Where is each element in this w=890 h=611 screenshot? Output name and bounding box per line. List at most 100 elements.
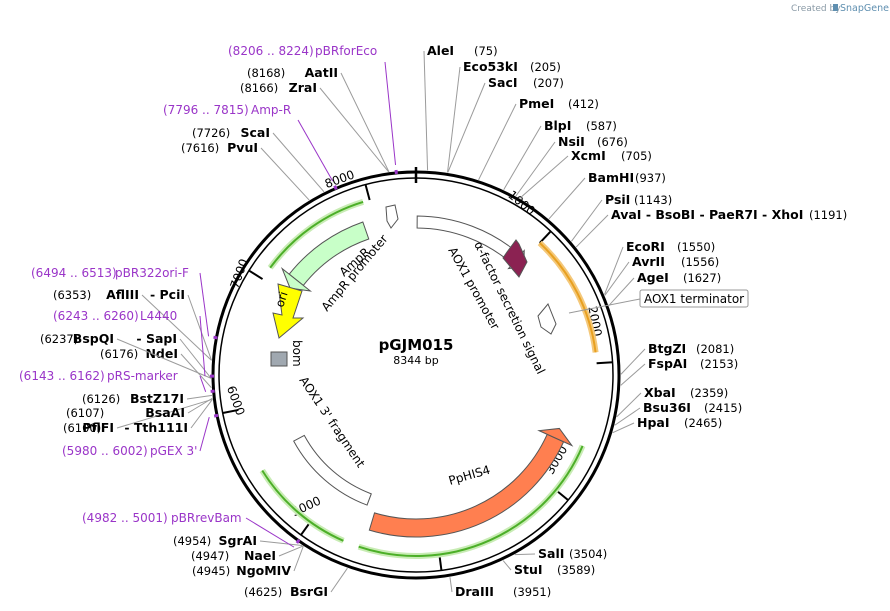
enzyme-position: (2081) (696, 342, 734, 356)
snapgene-name-text: SnapGene (840, 3, 889, 14)
enzyme-name-bstz17i[interactable]: BstZ17I (130, 391, 184, 406)
primer-leader-line (199, 375, 207, 392)
enzyme-leader-line (515, 141, 556, 197)
primer-range: (6143 .. 6162) (19, 369, 105, 383)
enzyme-position: (2415) (704, 401, 742, 415)
enzyme-name-ngomiv[interactable]: NgoMIV (236, 563, 291, 578)
enzyme-name-avrii[interactable]: AvrII (632, 254, 665, 269)
enzyme-name-ndei[interactable]: NdeI (145, 346, 178, 361)
enzyme-position: (4947) (191, 549, 229, 563)
primer-name[interactable]: L4440 (140, 309, 177, 323)
enzyme-name-naei[interactable]: NaeI (244, 548, 276, 563)
enzyme-name-sapi[interactable]: - SapI (136, 331, 177, 346)
enzyme-name-pflfi[interactable]: PflFI (82, 420, 114, 435)
enzyme-name-scai[interactable]: ScaI (241, 125, 271, 140)
enzyme-leader-line (272, 132, 325, 193)
tick-label: 1000 (505, 188, 537, 218)
enzyme-name-bsrgi[interactable]: BsrGI (290, 584, 328, 599)
primer-leader-line (297, 119, 334, 182)
enzyme-name-bsu36i[interactable]: Bsu36I (643, 400, 691, 415)
backbone (211, 167, 621, 580)
enzyme-name-btgzi[interactable]: BtgZI (648, 341, 686, 356)
primer-site-marker (213, 335, 218, 340)
enzyme-name-psii[interactable]: PsiI (605, 192, 630, 207)
feature-aox1-3-fragment[interactable] (293, 434, 372, 506)
primer-leader-line (199, 272, 210, 337)
enzyme-position: (7616) (181, 141, 219, 155)
enzyme-name-bspqi[interactable]: BspQI (73, 331, 114, 346)
primer-name[interactable]: pBRforEco (315, 44, 377, 58)
enzyme-position: (676) (597, 135, 628, 149)
aox1-terminator-callout[interactable]: AOX1 terminator (568, 289, 749, 314)
enzyme-name-ecori[interactable]: EcoRI (626, 239, 665, 254)
enzyme-name-alei[interactable]: AleI (427, 43, 454, 58)
enzyme-name-eco53ki[interactable]: Eco53kI (463, 59, 518, 74)
primer-range: (6243 .. 6260) (53, 309, 139, 323)
enzyme-name-zrai[interactable]: ZraI (289, 80, 317, 95)
enzyme-name-tth111i[interactable]: - Tth111I (124, 420, 188, 435)
enzyme-name-afliii[interactable]: AflIII (106, 287, 139, 302)
enzyme-position: (937) (635, 171, 666, 185)
enzyme-name-pvui[interactable]: PvuI (227, 140, 258, 155)
tick-mark (539, 230, 552, 244)
enzyme-position: (1143) (634, 193, 672, 207)
primer-range: (7796 .. 7815) (163, 103, 249, 117)
enzyme-name-saci[interactable]: SacI (488, 75, 518, 90)
enzyme-name-stui[interactable]: StuI (514, 562, 543, 577)
enzyme-leader-line (614, 407, 641, 426)
primer-name[interactable]: pRS-marker (107, 369, 178, 383)
enzyme-leader-line (503, 125, 542, 190)
enzyme-name-bamhi[interactable]: BamHI (588, 170, 634, 185)
orf-ampr (269, 200, 364, 269)
feature-ampr[interactable] (288, 221, 370, 287)
enzyme-leader-line (604, 261, 630, 296)
enzyme-name-blpi[interactable]: BlpI (544, 118, 571, 133)
feature-aox1-terminator-arrow[interactable] (537, 303, 557, 335)
feature-alpha-factor-arrow[interactable] (502, 239, 528, 278)
primer-name[interactable]: pGEX 3' (150, 444, 197, 458)
enzyme-position: (1191) (809, 208, 847, 222)
tick-mark (222, 408, 239, 415)
enzyme-name-bsaai[interactable]: BsaAI (145, 405, 185, 420)
backbone-outer-ring (211, 170, 621, 580)
tick-mark (364, 184, 371, 201)
primer-range: (6494 .. 6513) (31, 266, 117, 280)
enzyme-name-fspai[interactable]: FspAI (648, 356, 687, 371)
primer-site-marker (333, 185, 338, 191)
enzyme-leader-line (571, 199, 603, 242)
enzyme-position: (75) (474, 44, 498, 58)
feature-pphis4-head[interactable] (537, 427, 574, 447)
enzyme-name-xbai[interactable]: XbaI (644, 385, 676, 400)
enzyme-name-draiii[interactable]: DraIII (455, 584, 494, 599)
enzyme-position: (3589) (557, 563, 595, 577)
primer-name[interactable]: Amp-R (251, 103, 291, 117)
enzyme-name-aatii[interactable]: AatII (305, 65, 338, 80)
enzyme-name-avai-bsobi-paer7i-xhoi[interactable]: AvaI - BsoBI - PaeR7I - XhoI (611, 207, 803, 222)
enzyme-name-pcii[interactable]: - PciI (150, 287, 185, 302)
enzyme-name-sali[interactable]: SalI (538, 546, 564, 561)
enzyme-leader-line (620, 348, 646, 375)
primer-name[interactable]: pBRrevBam (171, 511, 242, 525)
feature-ampr-head[interactable] (280, 267, 313, 292)
feature-ampr-promoter-arrow[interactable] (385, 204, 399, 229)
enzyme-name-sgrai[interactable]: SgrAI (219, 533, 257, 548)
enzyme-position: (7726) (192, 126, 230, 140)
enzyme-position: (4945) (192, 564, 230, 578)
enzyme-leader-line (330, 567, 348, 593)
enzyme-position: (3951) (513, 585, 551, 599)
enzyme-name-hpai[interactable]: HpaI (637, 415, 670, 430)
enzyme-name-agei[interactable]: AgeI (637, 270, 669, 285)
feature-pphis4[interactable] (368, 433, 565, 538)
tick-mark (248, 269, 264, 280)
enzyme-name-xcmi[interactable]: XcmI (571, 148, 606, 163)
enzyme-leader-line (278, 545, 304, 557)
feature-bom[interactable]: bom (270, 340, 304, 367)
feature-ori[interactable]: ori (272, 283, 305, 339)
primer-name[interactable]: pBR322ori-F (115, 266, 189, 280)
orf-pphis4 (358, 445, 584, 557)
enzyme-name-pmei[interactable]: PmeI (519, 96, 554, 111)
backbone-inner-ring (218, 177, 614, 573)
enzyme-name-nsii[interactable]: NsiI (558, 134, 585, 149)
